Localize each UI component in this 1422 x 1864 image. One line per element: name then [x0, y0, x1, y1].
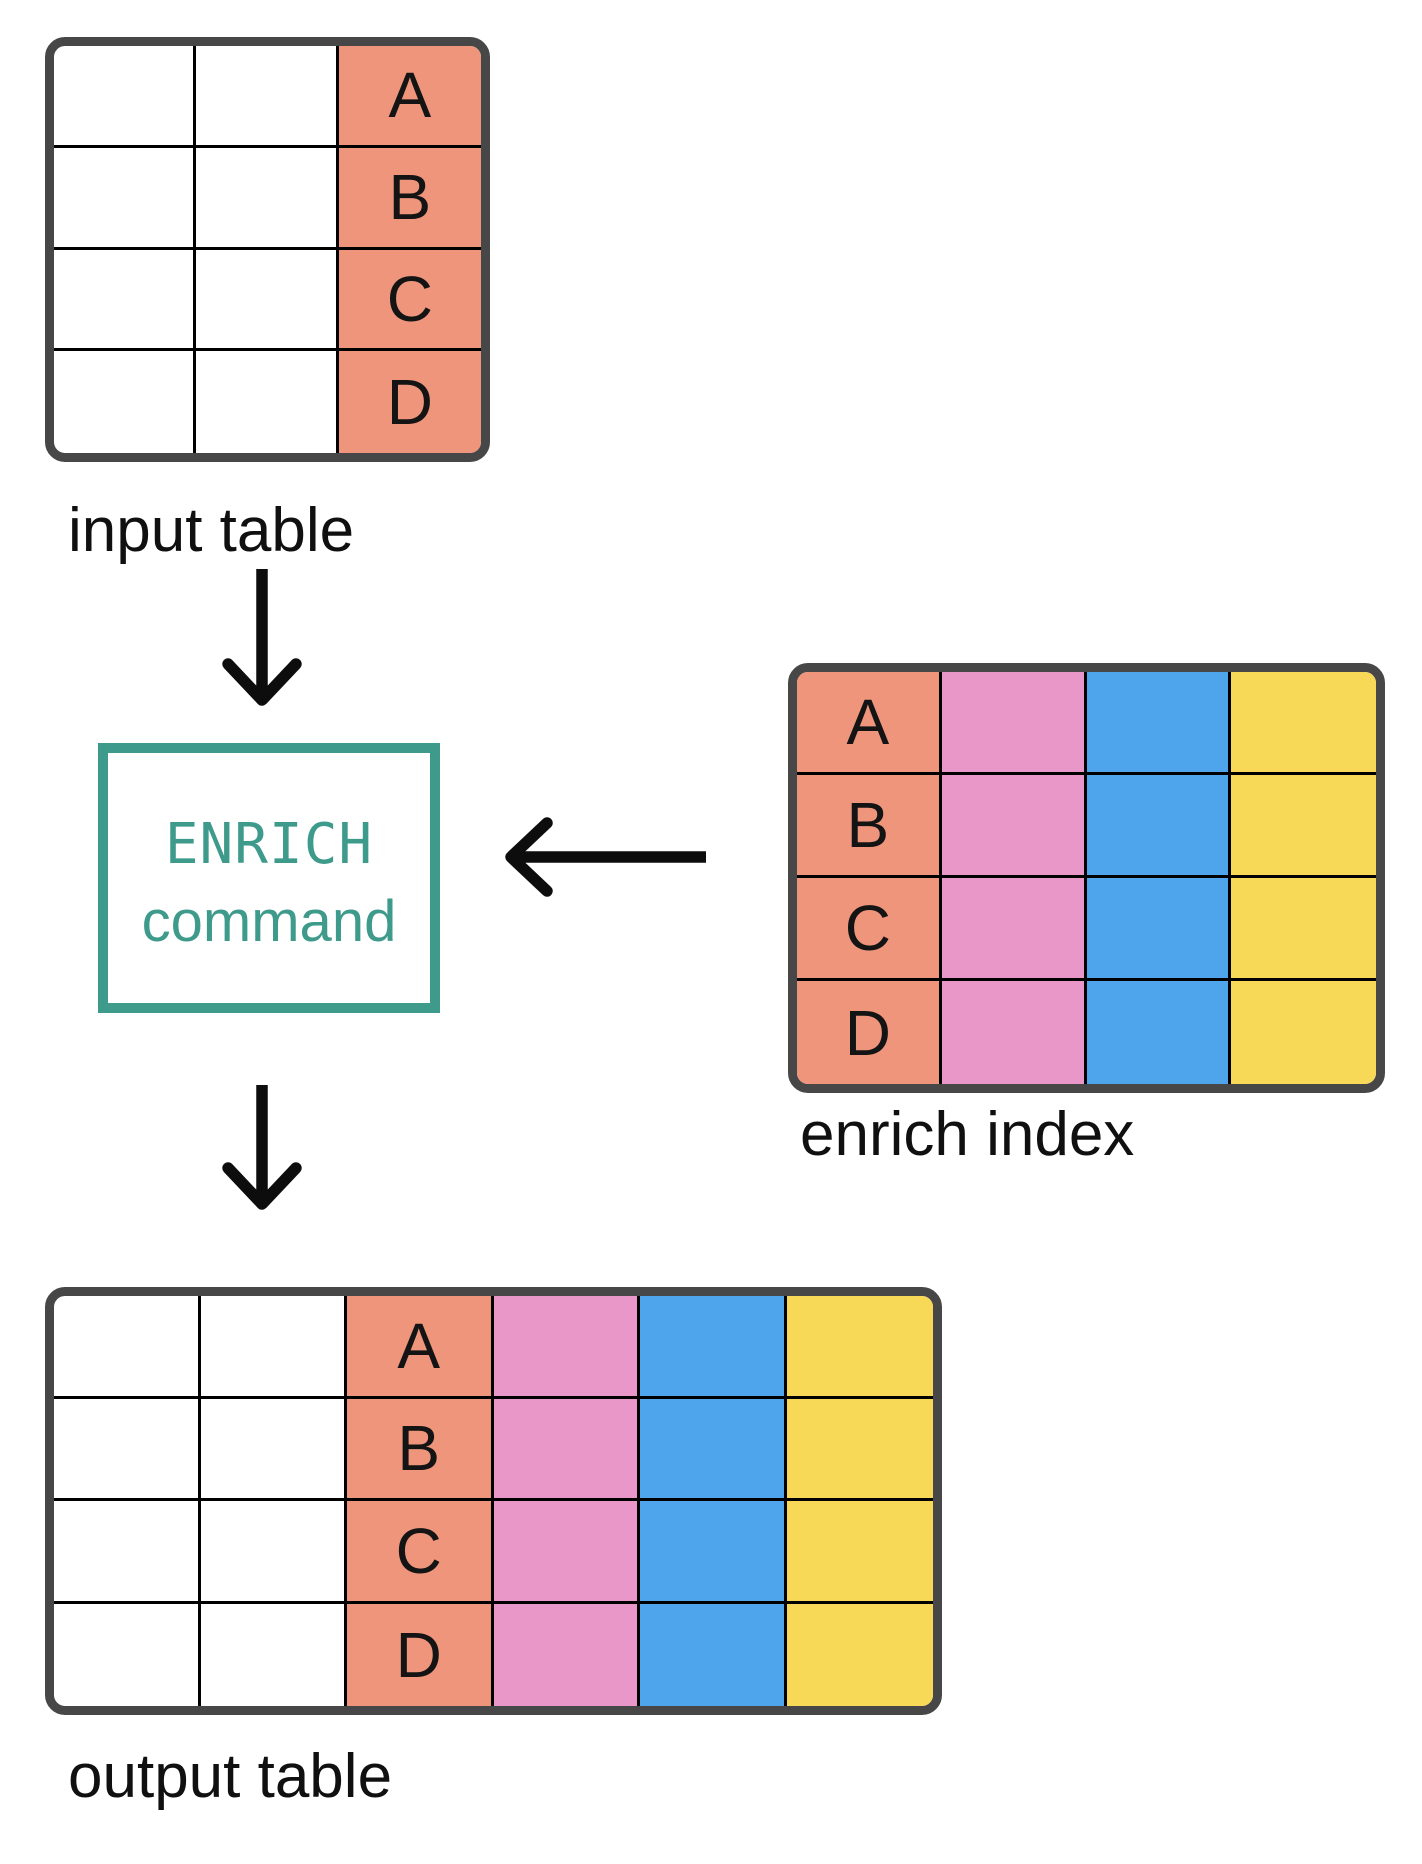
table-cell: [196, 249, 339, 352]
output-key-cell: D: [347, 1603, 494, 1706]
enrich-key-cell: A: [797, 672, 942, 775]
output-enriched-cell: [786, 1296, 933, 1399]
input-key-cell: C: [338, 249, 481, 352]
table-cell: [54, 1398, 201, 1501]
output-enriched-cell: [640, 1501, 787, 1604]
enrich-index-table: A B C D: [788, 663, 1385, 1093]
output-enriched-cell: [493, 1296, 640, 1399]
enrich-field-cell: [1086, 878, 1232, 981]
input-table: A B C D: [45, 37, 490, 462]
table-cell: [54, 147, 197, 250]
enrich-field-cell: [1086, 672, 1232, 775]
enrich-command-keyword: ENRICH: [164, 812, 374, 877]
arrow-down-icon: [205, 564, 319, 710]
table-cell: [54, 351, 197, 453]
enrich-field-cell: [1086, 981, 1232, 1084]
output-enriched-cell: [786, 1398, 933, 1501]
input-key-cell: D: [338, 351, 481, 453]
output-enriched-cell: [640, 1296, 787, 1399]
enrich-key-cell: D: [797, 981, 942, 1084]
output-key-cell: A: [347, 1296, 494, 1399]
table-cell: [54, 46, 197, 148]
table-cell: [200, 1501, 347, 1604]
enrich-field-cell: [1231, 878, 1376, 981]
enrich-field-cell: [941, 878, 1087, 981]
table-cell: [196, 46, 339, 148]
table-cell: [54, 1296, 201, 1399]
output-enriched-cell: [493, 1603, 640, 1706]
output-table-label: output table: [68, 1742, 393, 1811]
output-table: A B C D: [45, 1287, 942, 1715]
output-enriched-cell: [786, 1603, 933, 1706]
output-enriched-cell: [640, 1603, 787, 1706]
enrich-command-word: command: [141, 889, 397, 954]
input-key-cell: A: [338, 46, 481, 148]
output-key-cell: C: [347, 1501, 494, 1604]
arrow-left-icon: [500, 815, 712, 899]
input-table-label: input table: [68, 496, 355, 565]
table-cell: [54, 1603, 201, 1706]
enrich-command-box: ENRICH command: [98, 743, 440, 1013]
table-cell: [201, 1603, 347, 1706]
output-key-cell: B: [347, 1398, 494, 1501]
enrich-field-cell: [1086, 775, 1232, 878]
enrich-field-cell: [1231, 775, 1376, 878]
output-enriched-cell: [493, 1398, 640, 1501]
arrow-down-icon: [205, 1080, 319, 1212]
enrich-field-cell: [1231, 672, 1376, 775]
table-cell: [196, 147, 339, 250]
output-enriched-cell: [493, 1501, 640, 1604]
enrich-field-cell: [1231, 981, 1376, 1084]
enrich-field-cell: [941, 981, 1087, 1084]
table-cell: [196, 351, 339, 453]
enrich-field-cell: [941, 775, 1087, 878]
output-enriched-cell: [786, 1501, 933, 1604]
enrich-key-cell: B: [797, 775, 942, 878]
table-cell: [54, 1501, 201, 1604]
table-cell: [54, 249, 197, 352]
input-key-cell: B: [338, 147, 481, 250]
enrich-key-cell: C: [797, 878, 942, 981]
table-cell: [200, 1398, 347, 1501]
enrich-field-cell: [941, 672, 1087, 775]
table-cell: [200, 1296, 347, 1399]
output-enriched-cell: [640, 1398, 787, 1501]
enrich-index-label: enrich index: [800, 1100, 1135, 1169]
